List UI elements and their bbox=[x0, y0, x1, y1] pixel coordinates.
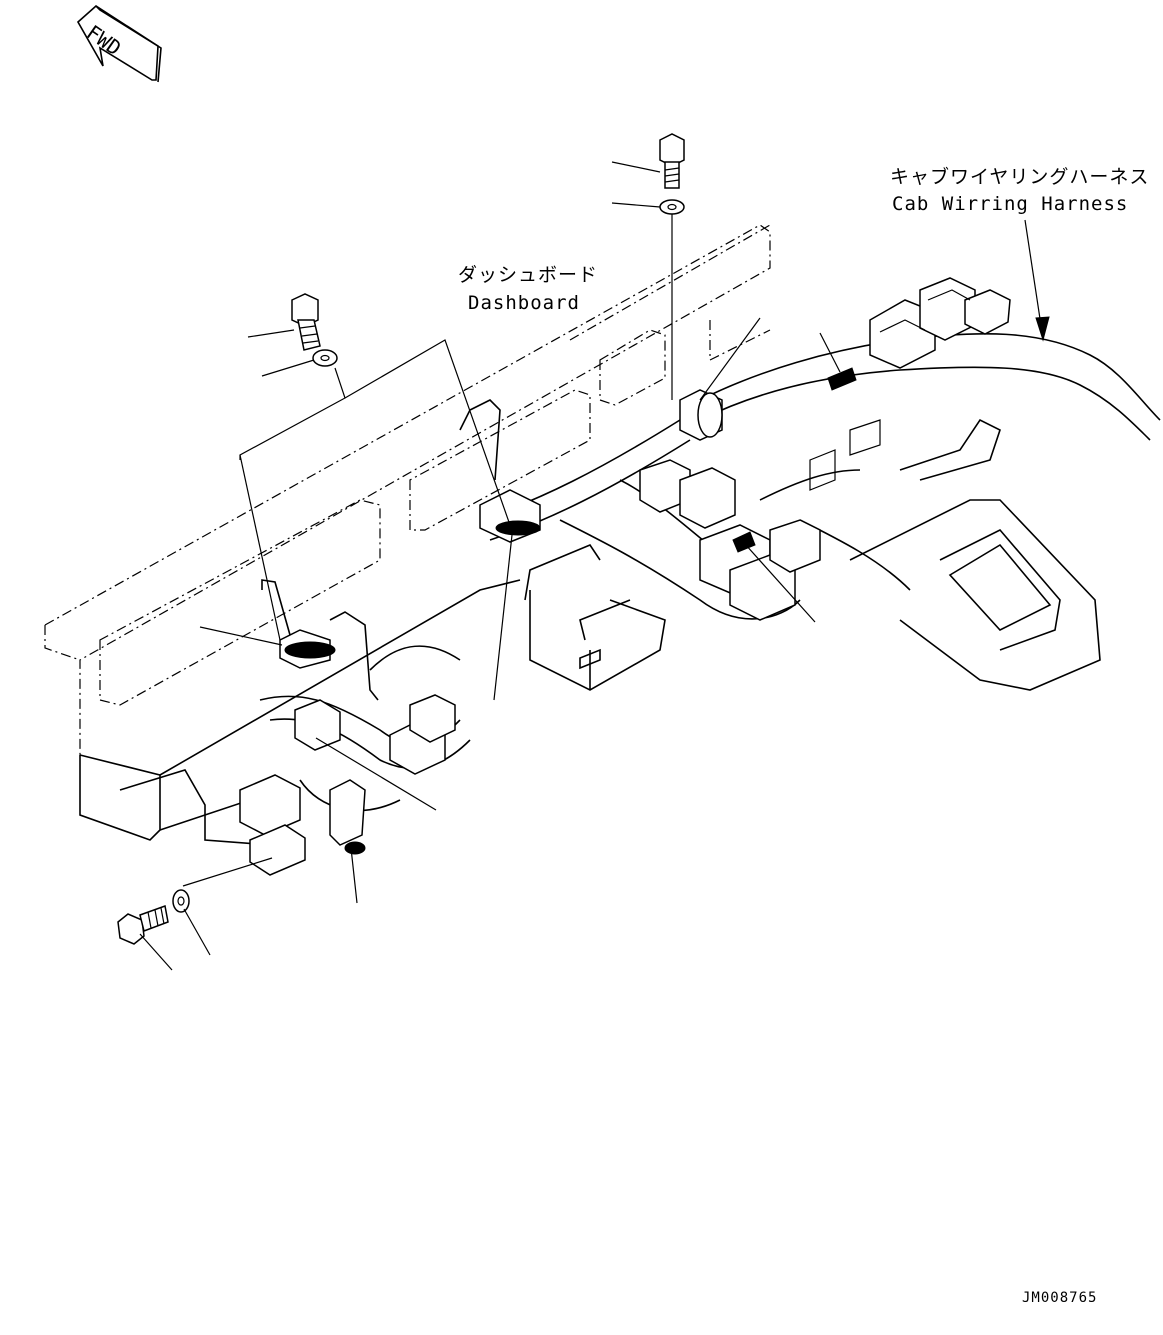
harness-clamp-lower bbox=[294, 699, 366, 855]
relay-cluster-top-right bbox=[869, 277, 1011, 369]
washer-icon bbox=[659, 199, 685, 215]
drawing-code: JM008765 bbox=[1022, 1290, 1098, 1306]
callout-lines bbox=[139, 161, 1050, 971]
harness-clamp-left bbox=[261, 579, 379, 701]
dashboard-label-en: Dashboard bbox=[468, 292, 580, 314]
washer-icon bbox=[312, 349, 338, 367]
bolt-icon bbox=[659, 133, 685, 189]
harness-grommet-top bbox=[679, 389, 723, 441]
harness-clamp-center bbox=[459, 399, 541, 543]
harness-label-en: Cab Wirring Harness bbox=[892, 193, 1129, 215]
harness-label-jp: キャブワイヤリングハーネス bbox=[890, 166, 1150, 188]
washer-icon bbox=[172, 889, 190, 913]
dashboard-label-jp: ダッシュボード bbox=[458, 264, 599, 286]
fwd-arrow-icon bbox=[76, 4, 162, 83]
relay-cluster-center bbox=[639, 459, 821, 621]
bolt-icon bbox=[291, 293, 321, 351]
dashboard-outline bbox=[44, 224, 771, 755]
connector-clips bbox=[732, 367, 881, 553]
dashboard-frame bbox=[79, 418, 1101, 846]
relay-cluster-left bbox=[239, 694, 456, 876]
bolt-icon bbox=[117, 904, 169, 945]
